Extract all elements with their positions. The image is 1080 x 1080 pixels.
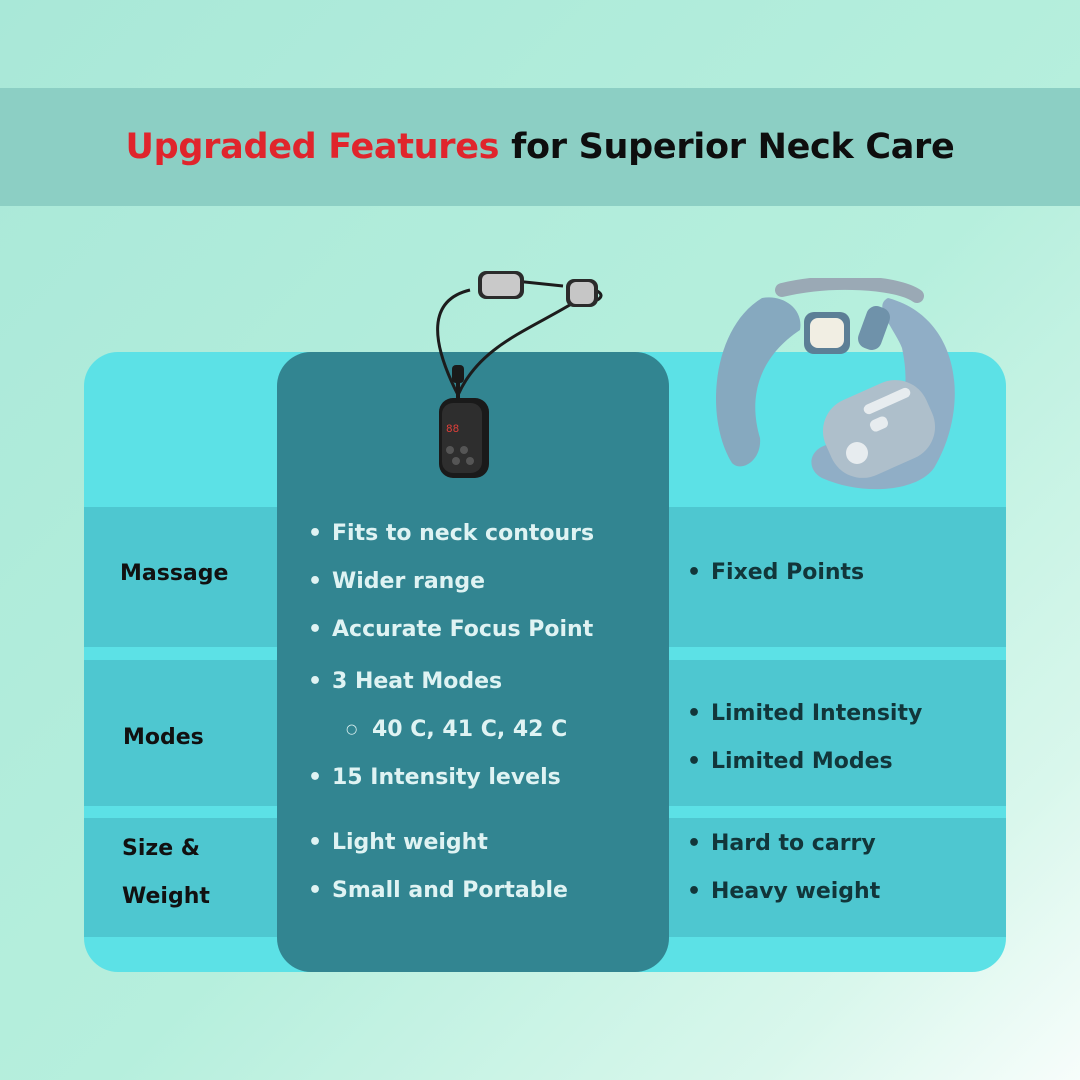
row-label-modes: Modes: [123, 725, 204, 750]
row-label-size-line: Size &: [122, 836, 200, 861]
list-item: Fixed Points: [685, 549, 864, 597]
list-item: Hard to carry: [685, 820, 880, 868]
pendant-neck-massager-icon: 88: [436, 271, 603, 478]
massage-other-list: Fixed Points: [685, 549, 864, 597]
modes-upgraded-list: 3 Heat Modes 40 C, 41 C, 42 C 15 Intensi…: [306, 658, 567, 802]
u-shaped-neck-massager-icon: [716, 278, 955, 490]
list-item: Limited Intensity: [685, 690, 922, 738]
size-weight-other-list: Hard to carry Heavy weight: [685, 820, 880, 916]
massage-upgraded-list: Fits to neck contours Wider range Accura…: [306, 510, 594, 654]
title-highlight: Upgraded Features: [125, 127, 500, 167]
list-item: Wider range: [306, 558, 594, 606]
list-item: Light weight: [306, 819, 568, 867]
list-item: Small and Portable: [306, 867, 568, 915]
list-item: 3 Heat Modes: [306, 658, 567, 706]
row-label-size-weight: Size & Weight: [122, 825, 262, 921]
list-item: Accurate Focus Point: [306, 606, 594, 654]
list-item: Limited Modes: [685, 738, 922, 786]
list-item: Heavy weight: [685, 868, 880, 916]
list-item: 15 Intensity levels: [306, 754, 567, 802]
title-banner: Upgraded Features for Superior Neck Care: [0, 88, 1080, 206]
modes-other-list: Limited Intensity Limited Modes: [685, 690, 922, 786]
row-label-massage: Massage: [120, 561, 229, 586]
page-title: Upgraded Features for Superior Neck Care: [126, 127, 955, 167]
svg-text:88: 88: [446, 424, 459, 436]
row-label-weight-line: Weight: [122, 884, 210, 909]
list-item: Fits to neck contours: [306, 510, 594, 558]
size-weight-upgraded-list: Light weight Small and Portable: [306, 819, 568, 915]
list-sub-item: 40 C, 41 C, 42 C: [306, 706, 567, 754]
title-rest: for Superior Neck Care: [511, 127, 955, 167]
